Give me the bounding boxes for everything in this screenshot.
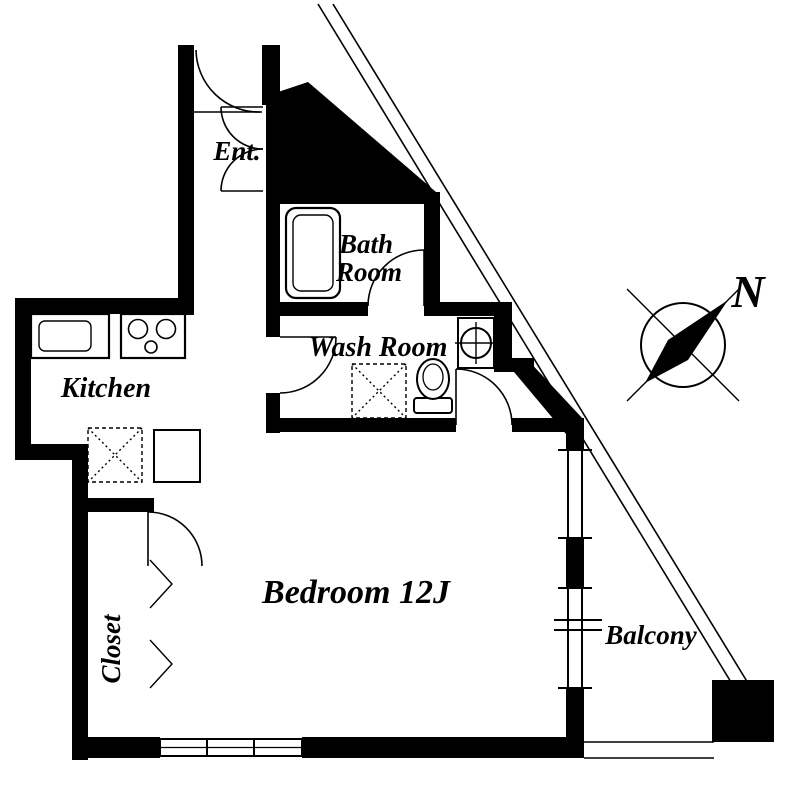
balcony-label: Balcony <box>604 620 698 650</box>
washroom-door-arc <box>279 336 337 394</box>
refrigerator-space <box>87 427 143 483</box>
kitchen-sink-icon <box>29 312 111 360</box>
bedroom-door-arc <box>455 368 513 426</box>
bedroom-label: Bedroom 12J <box>261 574 451 611</box>
shoe-closet-door-arcs <box>220 106 264 192</box>
closet-label: Closet <box>96 613 126 684</box>
north-label: N <box>730 266 766 317</box>
toilet-icon <box>413 358 453 414</box>
kitchen-label: Kitchen <box>60 373 151 404</box>
entrance-label: Ent. <box>212 136 260 166</box>
bedroom-east-window <box>558 449 592 689</box>
closet-folding-door-icon <box>149 559 173 689</box>
balcony-boundary-line <box>317 3 752 759</box>
counter-return <box>153 429 201 483</box>
balcony-corner-post <box>712 680 774 742</box>
bathroom-label-line1: Bath <box>338 229 393 259</box>
stove-icon <box>119 312 187 360</box>
walls <box>15 45 584 760</box>
wash-basin-icon <box>455 317 497 369</box>
balcony-access-mark <box>554 619 602 631</box>
washroom-label: Wash Room <box>309 332 448 363</box>
bathroom-label-line2: Room <box>335 257 402 287</box>
entrance-door-arc <box>194 49 262 113</box>
north-arrow-icon <box>645 300 728 383</box>
washing-machine-space <box>351 363 407 419</box>
bathroom-door-arc <box>367 249 425 307</box>
closet-door-arc <box>147 511 203 567</box>
bathtub-icon <box>284 206 342 300</box>
compass-icon <box>626 288 740 402</box>
bedroom-south-window <box>159 738 303 757</box>
